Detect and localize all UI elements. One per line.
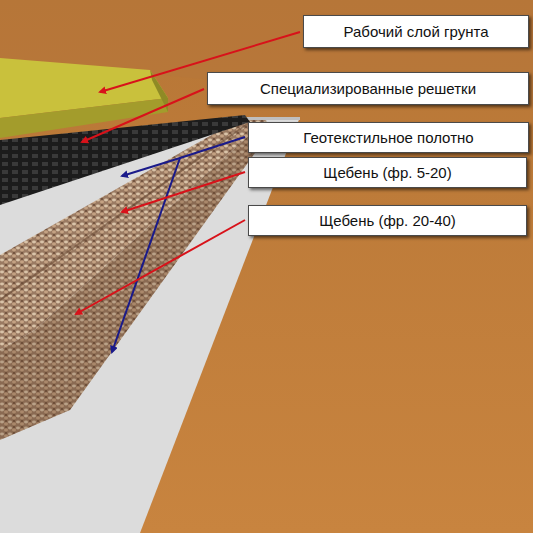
callout-text: Геотекстильное полотно bbox=[293, 123, 483, 152]
callout-text: Специализированные решетки bbox=[250, 74, 486, 103]
callout-text: Рабочий слой грунта bbox=[334, 17, 499, 46]
callout-box: Рабочий слой грунта bbox=[303, 15, 529, 48]
callout-text: Щебень (фр. 20-40) bbox=[309, 206, 466, 235]
callout-box: Специализированные решетки bbox=[207, 72, 529, 105]
callout-box: Геотекстильное полотно bbox=[248, 122, 529, 153]
callout-text: Щебень (фр. 5-20) bbox=[313, 158, 461, 187]
callout-box: Щебень (фр. 20-40) bbox=[248, 205, 527, 236]
callout-box: Щебень (фр. 5-20) bbox=[248, 157, 527, 188]
